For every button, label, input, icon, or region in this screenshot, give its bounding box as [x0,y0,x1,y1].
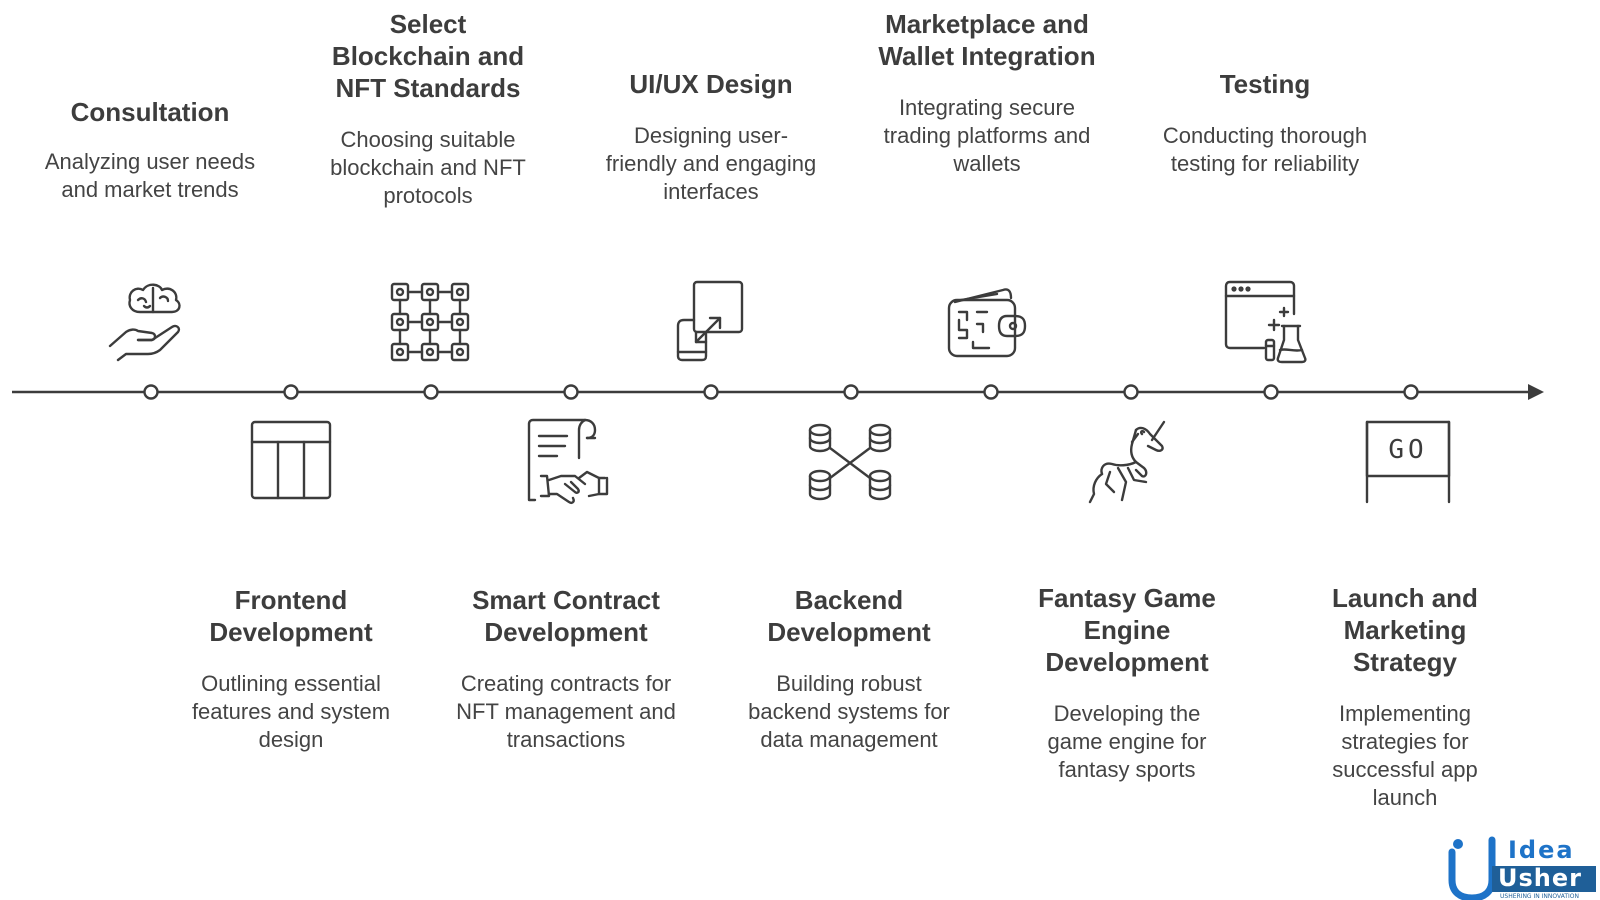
step-fantasy-game-engine: Fantasy Game Engine Development Developi… [997,582,1257,784]
step-description: Building robust backend systems for data… [748,671,950,752]
timeline-node [1123,384,1139,400]
brain-hand-icon [108,280,196,364]
timeline-node [703,384,719,400]
browser-lab-flask-icon [1224,280,1308,364]
step-smart-contract-development: Smart Contract Development Creating cont… [436,584,696,754]
step-description: Designing user-friendly and engaging int… [605,123,817,204]
timeline-node [283,384,299,400]
step-consultation: Consultation Analyzing user needs and ma… [20,96,280,204]
logo-mark [1448,836,1596,900]
step-description: Analyzing user needs and market trends [44,149,256,202]
step-description: Outlining essential features and system … [191,671,391,752]
step-description: Integrating secure trading platforms and… [883,95,1091,176]
step-description: Creating contracts for NFT management an… [456,671,676,752]
go-sign-label: GO [1388,435,1427,465]
contract-handshake-icon [527,418,615,504]
go-sign-icon: GO [1365,420,1451,504]
step-description: Developing the game engine for fantasy s… [1047,701,1207,782]
step-title: Select Blockchain and NFT Standards [331,9,525,103]
step-testing: Testing Conducting thorough testing for … [1135,68,1395,178]
step-title: Fantasy Game Engine Development [1038,583,1216,677]
step-title: Consultation [70,97,230,127]
step-title: UI/UX Design [629,69,793,99]
timeline-node [423,384,439,400]
blockchain-grid-icon [390,282,470,362]
step-title: Launch and Marketing Strategy [1332,583,1478,677]
step-title: Backend Development [767,585,931,647]
timeline-node [1263,384,1279,400]
step-launch-marketing: Launch and Marketing Strategy Implementi… [1275,582,1535,812]
responsive-design-icon [676,280,746,362]
step-backend-development: Backend Development Building robust back… [719,584,979,754]
timeline-node [1403,384,1419,400]
step-uiux-design: UI/UX Design Designing user-friendly and… [581,68,841,206]
step-title: Frontend Development [209,585,373,647]
step-description: Conducting thorough testing for reliabil… [1162,123,1368,176]
logo-word-idea: Idea [1508,836,1575,864]
step-select-blockchain: Select Blockchain and NFT Standards Choo… [298,8,558,210]
step-title: Testing [1219,69,1311,99]
timeline-node [563,384,579,400]
logo-word-usher: Usher [1498,864,1582,892]
step-description: Implementing strategies for successful a… [1332,701,1478,810]
timeline-node [843,384,859,400]
step-marketplace-wallet: Marketplace and Wallet Integration Integ… [857,8,1117,178]
step-frontend-development: Frontend Development Outlining essential… [161,584,421,754]
database-network-icon [808,422,892,502]
timeline-node [143,384,159,400]
wallet-icon [947,286,1029,358]
timeline-node [983,384,999,400]
unicorn-icon [1088,420,1172,504]
timeline-arrowhead [1528,384,1544,400]
step-title: Marketplace and Wallet Integration [878,9,1096,71]
layout-table-icon [250,420,332,500]
brand-logo: Idea Usher USHERING IN INNOVATION [1448,836,1598,900]
step-description: Choosing suitable blockchain and NFT pro… [330,127,526,208]
step-title: Smart Contract Development [472,585,660,647]
logo-tagline: USHERING IN INNOVATION [1500,893,1580,900]
